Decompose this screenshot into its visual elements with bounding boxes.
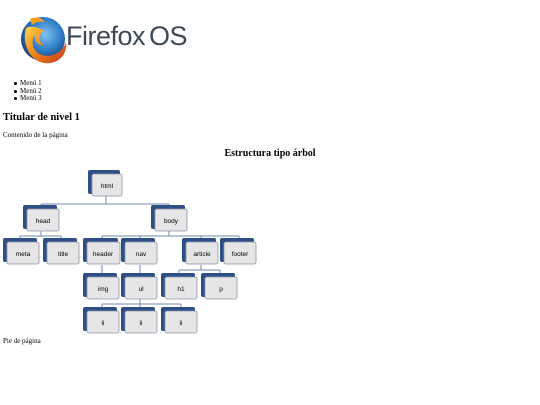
tree-node-label: footer xyxy=(232,251,249,258)
menu-item-label: Menú 2 xyxy=(20,86,42,95)
page-content: Contenido de la página xyxy=(3,131,68,139)
tree-node-label: article xyxy=(193,251,211,258)
page-footer: Pie de página xyxy=(3,337,41,345)
tree-node-ul: ul xyxy=(121,273,158,300)
tree-node-html: html xyxy=(88,170,123,197)
tree-node-label: title xyxy=(58,251,69,258)
menu-item[interactable]: Menú 1 xyxy=(14,79,42,88)
logo-word-firefox: Firefox xyxy=(66,21,146,51)
tree-node-label: h1 xyxy=(177,286,185,293)
nav-menu: Menú 1 Menú 2 Menú 3 xyxy=(14,79,42,103)
menu-item-label: Menú 1 xyxy=(20,79,42,87)
tree-node-head: head xyxy=(23,205,60,232)
tree-node-meta: meta xyxy=(3,238,40,265)
tree-node-label: li xyxy=(180,320,183,327)
firefox-globe-icon xyxy=(21,17,67,64)
tree-node-header: header xyxy=(83,238,121,265)
logo-word-os: OS xyxy=(149,21,188,51)
tree-node-label: li xyxy=(140,320,143,327)
tree-node-li: li xyxy=(83,307,120,334)
tree-node-label: html xyxy=(101,183,114,190)
tree-node-footer: footer xyxy=(220,238,257,265)
tree-node-title: title xyxy=(43,238,80,265)
menu-item-label: Menú 3 xyxy=(20,94,42,103)
tree-title: Estructura tipo árbol xyxy=(224,148,316,159)
menu-item[interactable]: Menú 3 xyxy=(14,94,42,103)
tree-node-p: p xyxy=(201,273,238,300)
tree-node-label: ul xyxy=(138,286,144,293)
tree-node-label: body xyxy=(164,218,179,225)
tree-node-li: li xyxy=(121,307,158,334)
tree-node-body: body xyxy=(151,205,188,232)
tree-node-label: nav xyxy=(136,251,147,258)
tree-node-img: img xyxy=(83,273,120,300)
menu-item[interactable]: Menú 2 xyxy=(14,86,42,96)
tree-node-li: li xyxy=(161,307,198,334)
tree-node-label: li xyxy=(102,320,105,327)
page-heading: Titular de nivel 1 xyxy=(3,112,80,123)
tree-node-label: meta xyxy=(16,251,31,258)
tree-node-label: p xyxy=(219,286,223,293)
tree-node-article: article xyxy=(182,238,219,265)
tree-node-label: img xyxy=(98,286,109,293)
tree-node-nav: nav xyxy=(121,238,158,265)
tree-node-label: header xyxy=(93,251,114,258)
tree-node-h1: h1 xyxy=(161,273,198,300)
tree-node-label: head xyxy=(36,218,51,225)
